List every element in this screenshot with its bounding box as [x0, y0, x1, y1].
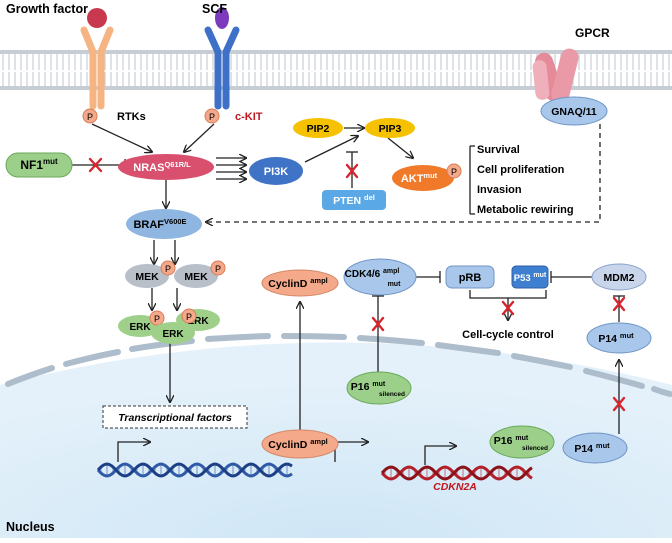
pip2-node [293, 118, 343, 138]
mek-label-1: MEK [135, 271, 159, 283]
p14-node-bottom [562, 432, 628, 464]
mdm2-label: MDM2 [604, 272, 635, 284]
growth-factor-ligand-icon [87, 8, 107, 28]
mek2-phospho-label: P [215, 264, 221, 274]
inhibition-marks [88, 157, 626, 412]
pip3-node [365, 118, 415, 138]
prb-node [445, 265, 495, 289]
ckit-phospho-label: P [209, 112, 215, 122]
outcome-invasion: Invasion [477, 184, 522, 196]
erk-label-3: ERK [187, 316, 209, 327]
rtk-receptor: P [80, 8, 114, 124]
cdk46-mut-label: mut [388, 281, 402, 288]
nf1-node [5, 152, 73, 178]
p16-silenced-label-top: silenced [379, 391, 405, 398]
ckit-receptor: P [204, 7, 240, 124]
p16-loss-x-icon [371, 316, 385, 332]
mek-node-2 [174, 264, 218, 288]
cyclind-label-top: CyclinD ampl [268, 276, 328, 290]
mek2-phospho-badge [210, 260, 226, 276]
gnaq-node [540, 96, 608, 126]
mek-label-2: MEK [184, 271, 208, 283]
erk2-phospho-badge [181, 308, 197, 324]
akt-node [392, 165, 454, 191]
p14-mdm2-loss-x-icon [612, 296, 626, 312]
outcome-metabolic-rewiring: Metabolic rewiring [477, 204, 574, 216]
gpcr-label: GPCR [575, 26, 610, 40]
erk-label-1: ERK [129, 322, 151, 333]
cdkn2a-gene-label: CDKN2A [433, 481, 477, 493]
prb-label: pRB [459, 272, 482, 284]
erk1-phospho-badge [149, 310, 165, 326]
braf-node [126, 209, 202, 239]
p16-label-top: P16 mut [351, 381, 386, 393]
cdk46-node [343, 258, 417, 296]
p16-node-bottom [489, 425, 555, 459]
erk1-phospho-label: P [154, 314, 160, 324]
pi3k-node [249, 157, 303, 185]
p16-label-bottom: P16 mut [494, 435, 529, 447]
cyclind-node-top [261, 269, 339, 297]
nucleus-label: Nucleus [6, 520, 55, 534]
mek-node-1 [125, 264, 169, 288]
transcription-factors-box [102, 405, 248, 429]
gpcr-receptor [532, 48, 579, 104]
akt-label: AKTmut [401, 171, 438, 185]
dna-helix-cyclind [96, 462, 293, 478]
mek1-phospho-badge [160, 260, 176, 276]
akt-phospho-badge [446, 163, 462, 179]
p14-bottom-loss-x-icon [612, 396, 626, 412]
rtk-phospho-badge [82, 108, 98, 124]
ckit-phospho-badge [204, 108, 220, 124]
p14-label-top: P14 mut [598, 331, 634, 345]
erk2-phospho-label: P [186, 312, 192, 322]
erk-node-2 [151, 322, 195, 344]
plasma-membrane [0, 50, 672, 90]
pip2-label: PIP2 [307, 123, 330, 135]
nras-label: NRASQ61R/L [133, 160, 191, 174]
rtks-label: RTKs [117, 111, 146, 123]
p53-label: P53 mut [514, 272, 547, 284]
cell-cycle-control-label: Cell-cycle control [462, 329, 554, 341]
scf-label: SCF [202, 2, 227, 16]
pip3-label: PIP3 [379, 123, 402, 135]
outcome-survival: Survival [477, 144, 520, 156]
cdk46-label: CDK4/6 ampl [345, 268, 400, 280]
transcription-factors-label: Transcriptional factors [118, 412, 232, 424]
dna-helix-cdkn2a [380, 465, 533, 481]
pi3k-label: PI3K [264, 166, 289, 178]
akt-phospho-label: P [451, 167, 457, 177]
p14-label-bottom: P14 mut [574, 441, 610, 455]
mdm2-node [591, 263, 647, 291]
cyclind-label-bottom: CyclinD ampl [268, 437, 328, 451]
p16-silenced-label-bottom: silenced [522, 445, 548, 452]
gnaq-label: GNAQ/11 [551, 106, 597, 118]
cyclind-node-bottom [261, 429, 339, 459]
erk-label-2: ERK [162, 329, 184, 340]
scf-ligand-icon [215, 7, 229, 29]
braf-label: BRAFV600E [133, 217, 186, 231]
prb-p53-loss-x-icon [501, 300, 515, 316]
nras-node [118, 154, 214, 180]
p53-node [511, 265, 549, 289]
nuclear-envelope [5, 333, 672, 397]
ckit-label: c-KIT [235, 111, 263, 123]
pten-node [322, 190, 386, 210]
nf1-label: NF1mut [20, 157, 58, 172]
p16-node-top [346, 371, 412, 405]
outcome-cell-proliferation: Cell proliferation [477, 164, 565, 176]
pten-loss-x-icon [345, 163, 359, 179]
growth-factor-label: Growth factor [6, 2, 88, 16]
nf1-loss-x-icon [88, 157, 103, 173]
rtk-phospho-label: P [87, 112, 93, 122]
pten-label: PTEN del [333, 193, 375, 207]
mek1-phospho-label: P [165, 264, 171, 274]
p14-node-top [586, 322, 652, 354]
